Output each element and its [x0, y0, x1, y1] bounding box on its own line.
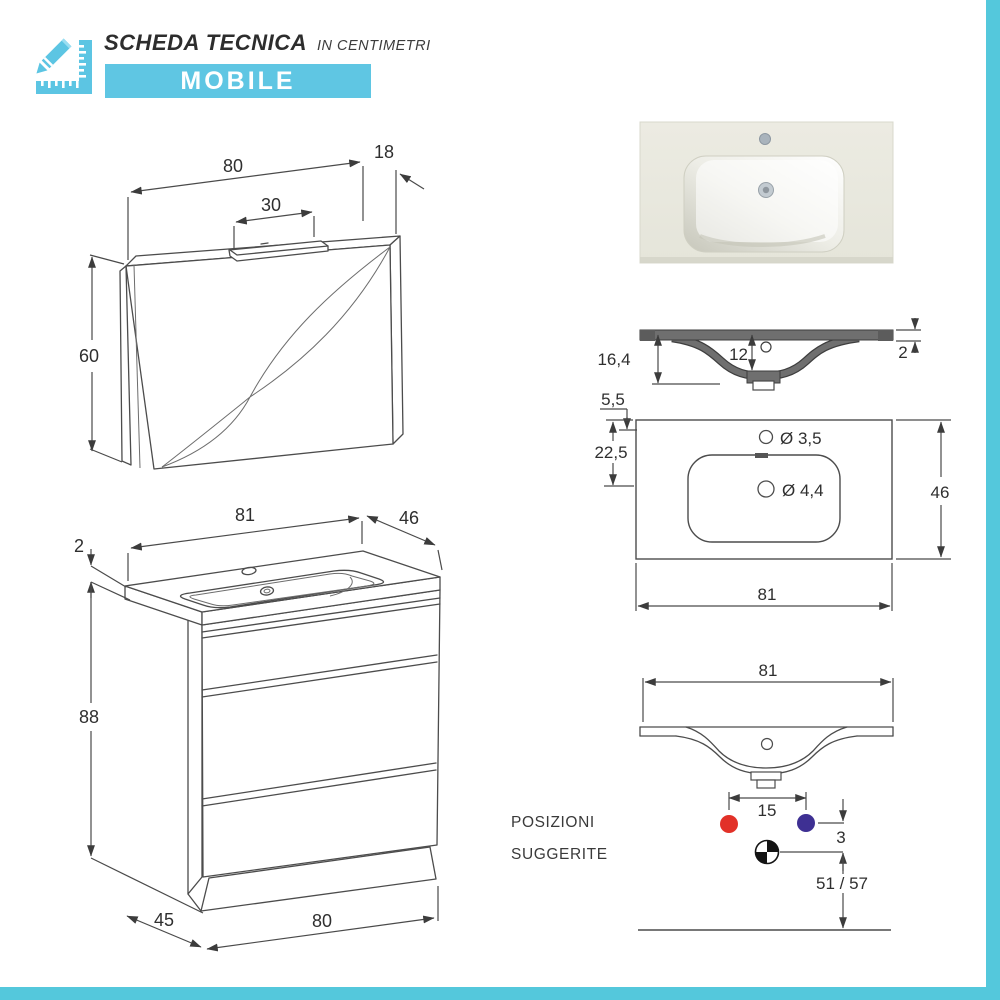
vanity-base-depth-dim: 45	[154, 910, 174, 930]
suggested-positions-label-2: SUGGERITE	[511, 846, 608, 863]
top-view-depth-dim: 46	[931, 483, 950, 502]
section-bowl-depth-dim: 12	[729, 345, 748, 364]
offset-dim: 3	[836, 828, 845, 847]
pencil-ruler-icon	[30, 34, 98, 100]
sink-render-photo	[639, 121, 894, 264]
title-text: SCHEDA TECNICA	[104, 30, 307, 55]
drawer-groove	[201, 654, 438, 691]
integrated-basin	[179, 569, 385, 609]
cold-water-dot	[797, 814, 815, 832]
faucet-hole	[760, 341, 772, 353]
bottom-accent-bar	[0, 987, 1000, 1000]
mirror-width-dim: 80	[223, 156, 243, 176]
front-offset-dim: 22,5	[594, 443, 627, 462]
product-type-badge: MOBILE	[105, 64, 371, 98]
faucet-hole	[760, 737, 774, 751]
vanity-unit-drawing: 81 46 2 88 45 80	[74, 505, 443, 952]
edge-offset-dim: 5,5	[601, 390, 625, 409]
mirror-depth-dim: 18	[374, 142, 394, 162]
faucet-hole	[759, 133, 771, 145]
section-total-height-dim: 16,4	[597, 350, 630, 369]
hot-water-dot	[720, 815, 738, 833]
supply-spacing-dim: 15	[758, 801, 777, 820]
faucet-hole-dim: Ø 3,5	[780, 429, 822, 448]
vanity-height-dim: 88	[79, 707, 99, 727]
title-subtitle: IN CENTIMETRI	[316, 38, 431, 54]
mirror-reflection-curve	[161, 246, 391, 468]
connections-width-dim: 81	[759, 661, 778, 680]
top-view-width-dim: 81	[758, 585, 777, 604]
basin-top-view: Ø 3,5 Ø 4,4 5,5 22,5 46 81	[594, 390, 951, 611]
suggested-positions-label-1: POSIZIONI	[511, 814, 595, 831]
section-rim-thickness-dim: 2	[898, 343, 907, 362]
mirror-cabinet-drawing: 80 18 30 60	[79, 142, 425, 470]
drain-height-dim: 51 / 57	[816, 874, 868, 893]
drain-fitting	[752, 380, 775, 391]
drawer-groove	[201, 762, 437, 800]
faucet-hole	[241, 566, 257, 576]
drain-hole	[757, 480, 775, 498]
mirror-height-dim: 60	[79, 346, 99, 366]
overflow-slot	[755, 453, 768, 458]
right-accent-bar	[986, 0, 1000, 1000]
drain-hole-dim: Ø 4,4	[782, 481, 824, 500]
vanity-plinth	[200, 846, 437, 912]
drain-hole	[259, 586, 275, 596]
connections-view: 81 15 3	[511, 661, 894, 931]
mirror-light-width-dim: 30	[261, 195, 281, 215]
mirror-reflection-curve	[161, 246, 391, 468]
faucet-hole	[758, 429, 774, 445]
vanity-top-depth-dim: 46	[399, 508, 419, 528]
page-title: SCHEDA TECNICA IN CENTIMETRI	[104, 30, 431, 56]
vanity-top-width-dim: 81	[235, 505, 255, 525]
vanity-top-thickness-dim: 2	[74, 536, 84, 556]
basin-section-view: 16,4 12 2	[597, 318, 921, 391]
vanity-base-width-dim: 80	[312, 911, 332, 931]
